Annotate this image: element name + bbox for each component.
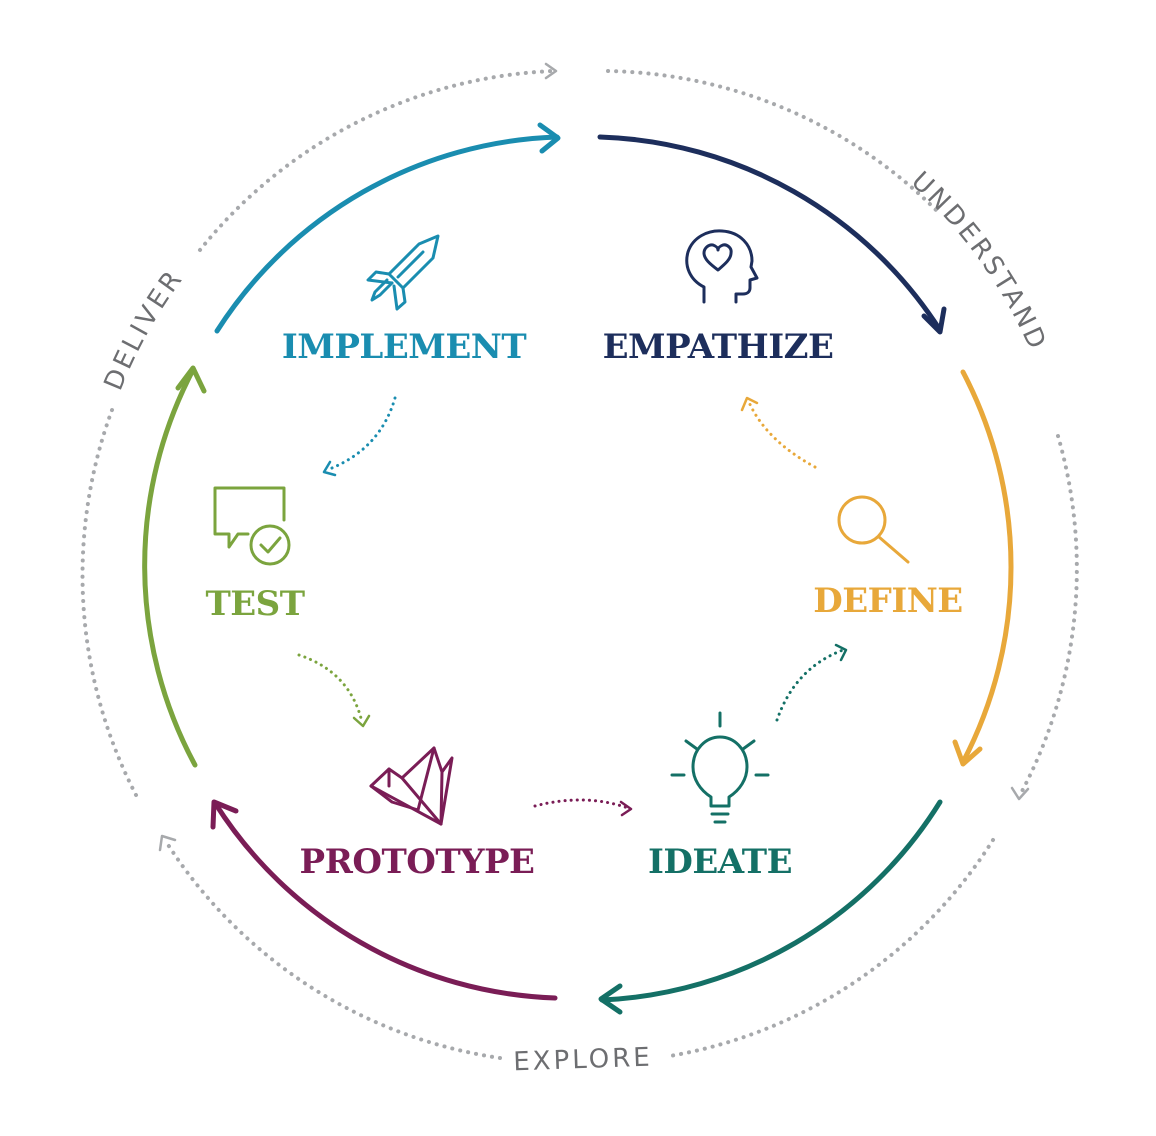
outer-phase-ring: UNDERSTAND EXPLORE DELIVER: [80, 62, 1079, 1078]
implement-arc: [214, 134, 560, 334]
explore-arrowhead: [158, 834, 177, 852]
deliver-arrowhead: [544, 62, 558, 80]
stage-label-ideate: IDEATE: [648, 842, 792, 882]
stage-label-empathize: EMPATHIZE: [603, 327, 834, 367]
stage-label-implement: IMPLEMENT: [282, 327, 527, 367]
understand-dotted-arc-lower: [1018, 434, 1079, 797]
ideate-to-define-connector: [775, 648, 845, 722]
ideate-arc: [599, 799, 943, 1003]
head-heart-icon: [685, 229, 759, 304]
define-arrowhead: [952, 739, 983, 767]
phase-label-deliver: DELIVER: [99, 264, 190, 395]
empathize-arrowhead: [921, 306, 947, 335]
test-to-prototype-arrowhead: [352, 714, 371, 728]
ideate-arrowhead: [598, 983, 623, 1015]
stage-label-define: DEFINE: [813, 581, 962, 621]
define-to-empathize-connector: [746, 398, 817, 469]
test-arc: [142, 367, 198, 768]
prototype-arc: [212, 800, 558, 1001]
prototype-arrowhead: [210, 799, 239, 830]
deliver-dotted-arc-upper: [198, 69, 555, 252]
implement-to-test-arrowhead: [322, 460, 337, 477]
origami-bird-icon: [369, 746, 454, 826]
lightbulb-icon: [670, 711, 770, 824]
explore-dotted-arc-left: [163, 838, 502, 1060]
rocket-icon: [366, 234, 440, 311]
deliver-dotted-arc-lower: [80, 408, 138, 797]
understand-dotted-arc: [606, 69, 938, 212]
implement-to-test-connector: [325, 396, 397, 472]
define-arc: [960, 369, 1014, 765]
prototype-to-ideate-arrowhead: [619, 800, 633, 817]
chat-check-icon: [213, 486, 291, 566]
phase-label-understand: UNDERSTAND: [905, 166, 1052, 356]
test-to-prototype-connector: [297, 653, 364, 724]
magnifier-icon: [837, 495, 910, 564]
implement-arrowhead: [537, 122, 561, 154]
understand-arrowhead: [1010, 786, 1030, 801]
stage-label-prototype: PROTOTYPE: [300, 842, 535, 882]
ideate-to-define-arrowhead: [834, 643, 848, 662]
define-to-empathize-arrowhead: [740, 396, 759, 412]
stage-connectors: [297, 396, 848, 817]
stage-cycle-arcs: [142, 122, 1014, 1015]
prototype-to-ideate-connector: [533, 798, 630, 810]
empathize-arc: [597, 134, 943, 333]
test-arrowhead: [175, 365, 207, 394]
phase-label-explore: EXPLORE: [513, 1043, 653, 1078]
stage-label-test: TEST: [205, 584, 304, 624]
